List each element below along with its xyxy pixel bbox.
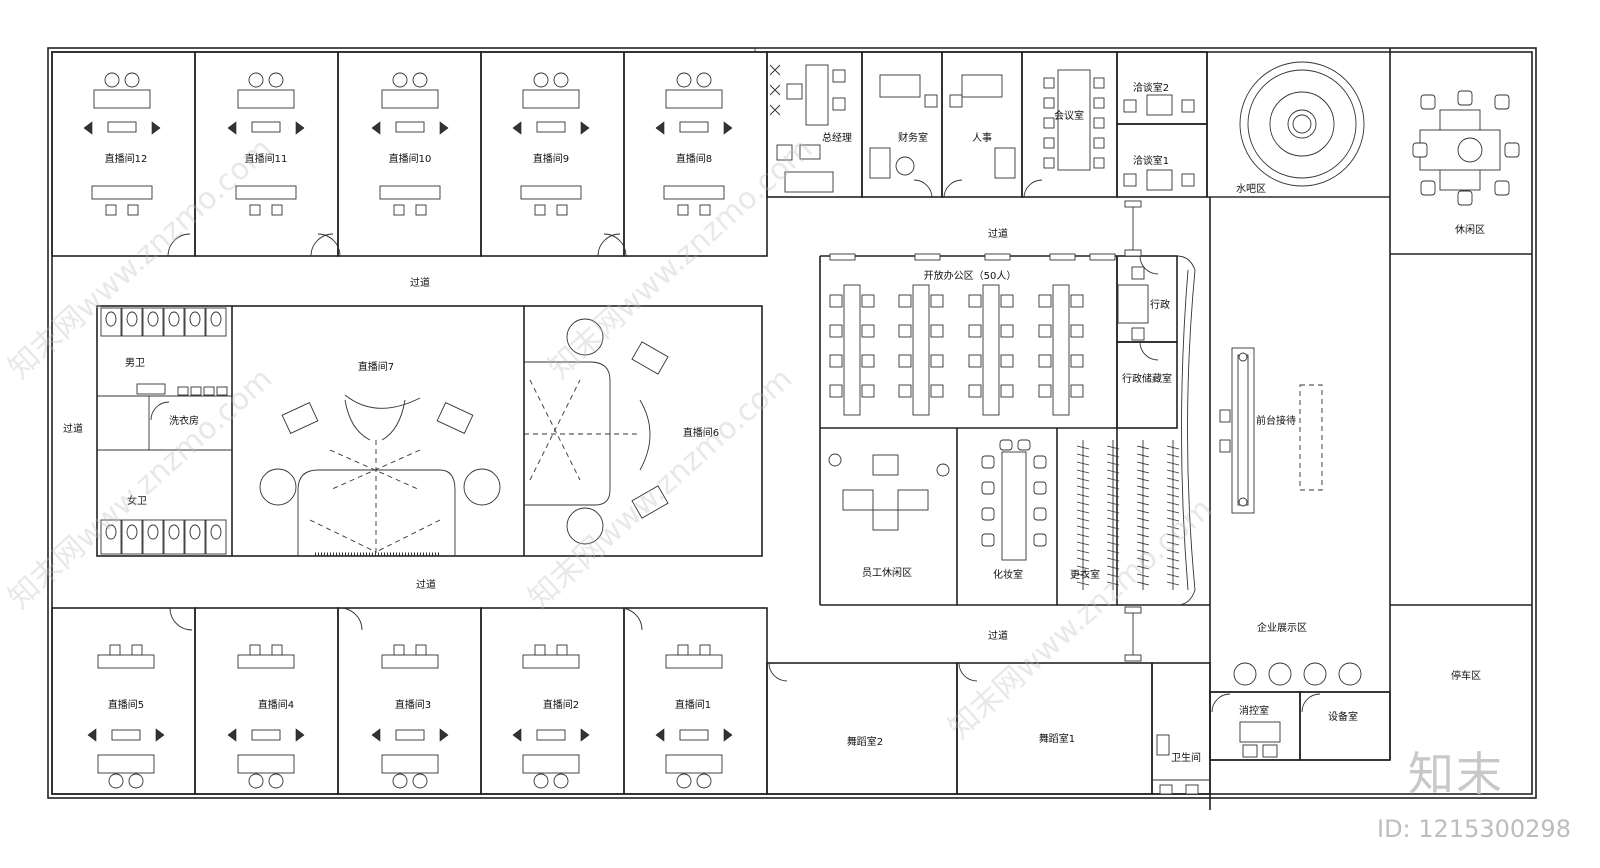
label-locker: 更衣室 [1070, 568, 1100, 581]
bottom-studios [51, 607, 768, 795]
label-corridor-left-side: 过道 [63, 422, 83, 435]
label-open-office: 开放办公区（50人） [924, 269, 1017, 282]
label-laundry: 洗衣房 [169, 414, 199, 427]
label-studio-2: 直播间2 [543, 698, 579, 711]
label-studio-5: 直播间5 [108, 698, 144, 711]
office-row [766, 51, 1208, 199]
label-talk-2: 洽谈室2 [1133, 81, 1169, 94]
leisure-area [1389, 48, 1532, 255]
dance-rooms [766, 662, 1211, 795]
label-studio-8: 直播间8 [676, 152, 712, 165]
label-reception: 前台接待 [1256, 414, 1296, 427]
label-studio-7: 直播间7 [358, 360, 394, 373]
room-labels: 直播间12 直播间11 直播间10 直播间9 直播间8 直播间7 直播间6 直播… [63, 81, 1485, 764]
label-admin: 行政 [1150, 298, 1170, 311]
watermark-logo: 知末 [1408, 747, 1504, 801]
watermark-site-2: 知末网www.znzmo.com [542, 131, 819, 386]
label-staff-lounge: 员工休闲区 [862, 566, 912, 579]
label-studio-12: 直播间12 [105, 152, 148, 165]
watermark-site-1: 知末网www.znzmo.com [2, 131, 279, 386]
label-corridor-top-left: 过道 [410, 276, 430, 289]
central-block [96, 305, 763, 557]
label-parking: 停车区 [1451, 669, 1481, 682]
label-general-manager: 总经理 [822, 131, 852, 144]
label-makeup: 化妆室 [993, 568, 1023, 581]
water-bar [1206, 52, 1390, 198]
label-finance: 财务室 [898, 131, 928, 144]
service-rooms [1209, 691, 1391, 761]
open-office [819, 253, 1210, 606]
label-men-wc: 男卫 [125, 357, 145, 369]
corridor-doors [1124, 200, 1142, 662]
watermark-site-4: 知末网www.znzmo.com [522, 361, 799, 616]
label-meeting: 会议室 [1054, 109, 1084, 122]
label-studio-6: 直播间6 [683, 426, 719, 439]
label-dance-1: 舞蹈室1 [1039, 732, 1075, 745]
right-column [1209, 196, 1532, 810]
label-corridor-bottom-left: 过道 [416, 578, 436, 591]
label-corridor-bottom-right: 过道 [988, 629, 1008, 642]
label-studio-1: 直播间1 [675, 698, 711, 711]
label-equipment: 设备室 [1328, 710, 1358, 723]
label-studio-3: 直播间3 [395, 698, 431, 711]
label-fire-control: 消控室 [1239, 704, 1269, 717]
watermark-site-5: 知末网www.znzmo.com [942, 491, 1219, 746]
label-studio-10: 直播间10 [389, 152, 432, 165]
label-women-wc: 女卫 [127, 494, 147, 507]
label-studio-11: 直播间11 [245, 152, 288, 165]
label-talk-1: 洽谈室1 [1133, 154, 1169, 167]
label-toilet: 卫生间 [1171, 751, 1201, 764]
label-exhibition: 企业展示区 [1257, 621, 1307, 634]
label-water-bar: 水吧区 [1236, 183, 1266, 195]
watermark-id: ID: 1215300298 [1377, 815, 1571, 843]
top-studios [51, 51, 768, 257]
label-dance-2: 舞蹈室2 [847, 735, 883, 748]
label-admin-storage: 行政储藏室 [1122, 372, 1172, 385]
label-studio-4: 直播间4 [258, 698, 294, 711]
reception [1219, 347, 1323, 514]
watermark-site-3: 知末网www.znzmo.com [2, 361, 279, 616]
exhibition [1233, 662, 1362, 686]
watermarks: 知末网www.znzmo.com 知末网www.znzmo.com 知末网www… [2, 131, 1571, 843]
label-corridor-top-right: 过道 [988, 227, 1008, 240]
label-hr: 人事 [972, 131, 992, 144]
label-leisure: 休闲区 [1455, 223, 1485, 236]
label-studio-9: 直播间9 [533, 152, 569, 165]
